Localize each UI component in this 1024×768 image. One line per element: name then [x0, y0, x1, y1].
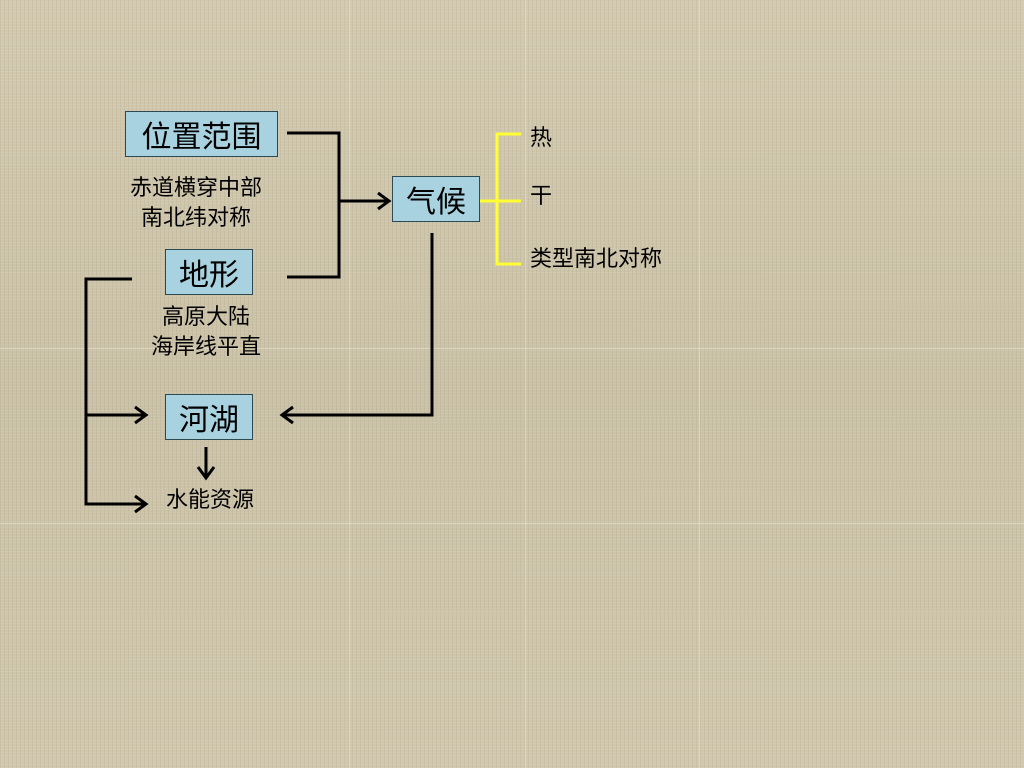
arrowhead-rivers-right — [279, 405, 294, 425]
texture-seam — [349, 0, 350, 768]
climate-node-label: 气候 — [406, 185, 466, 220]
climate-trait-hot: 热 — [530, 126, 553, 151]
rivers-node-label: 河湖 — [179, 403, 239, 438]
connector-climate-rivers — [283, 233, 434, 417]
arrowhead-hydro-left — [134, 494, 149, 514]
location-note-line: 赤道横穿中部 — [129, 176, 262, 201]
terrain-note-line: 海岸线平直 — [150, 335, 261, 360]
location-notes: 赤道横穿中部 南北纬对称 — [106, 174, 286, 234]
texture-seam — [0, 523, 1024, 524]
location-node: 位置范围 — [125, 111, 278, 157]
terrain-notes: 高原大陆 海岸线平直 — [116, 303, 296, 363]
arrowhead-climate — [377, 191, 392, 211]
location-note-line: 南北纬对称 — [140, 206, 251, 231]
hydro-power-label: 水能资源 — [165, 488, 254, 513]
texture-seam — [0, 348, 1024, 349]
location-node-label: 位置范围 — [141, 120, 262, 155]
terrain-node: 地形 — [165, 249, 253, 295]
texture-seam — [525, 0, 526, 768]
texture-seam — [699, 0, 700, 768]
arrowhead-hydro-down — [196, 466, 216, 481]
terrain-note-line: 高原大陆 — [161, 305, 250, 330]
terrain-node-label: 地形 — [179, 258, 239, 293]
climate-trait-dry: 干 — [530, 184, 553, 209]
rivers-node: 河湖 — [165, 394, 253, 440]
climate-trait-symmetry: 类型南北对称 — [530, 247, 663, 272]
connector-terrain-left — [84, 277, 145, 506]
arrowhead-rivers-left — [134, 405, 149, 425]
climate-traits-bracket — [480, 132, 521, 266]
climate-node: 气候 — [392, 176, 480, 222]
connector-location — [287, 131, 341, 279]
